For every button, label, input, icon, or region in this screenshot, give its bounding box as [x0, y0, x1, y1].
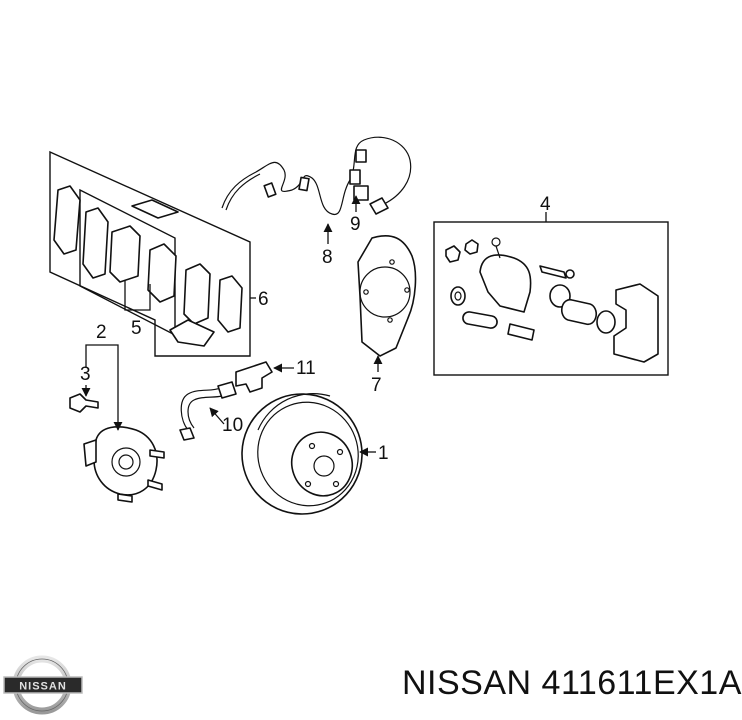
- harness-clip: [355, 149, 367, 163]
- bleeder-cap: [464, 239, 479, 255]
- hub-knuckle-mount: [83, 439, 97, 467]
- brake-pad-left: [109, 225, 141, 283]
- pad-shim-inner: [82, 207, 109, 279]
- hub-bearing-assembly: [69, 393, 165, 503]
- caliper-assembly-box: [433, 221, 669, 376]
- harness-grommet-a: [263, 182, 277, 198]
- caliper-piston: [561, 298, 597, 326]
- exploded-parts-diagram: 1 2 3 4 5 6 7 8 9 10 11: [49, 136, 669, 515]
- callout-4: 4: [540, 194, 551, 215]
- caliper-bleeder-screw: [445, 245, 461, 263]
- callout-5: 5: [131, 318, 142, 339]
- callout-11: 11: [296, 358, 316, 379]
- brake-hose: [180, 387, 221, 431]
- callout-2: 2: [96, 322, 107, 343]
- hose-fitting-upper: [217, 381, 237, 399]
- anti-rattle-clip-a: [183, 263, 211, 325]
- pad-kit-outer-box: [49, 150, 251, 357]
- caliper-body: [479, 254, 532, 313]
- harness-wire: [221, 136, 412, 215]
- hub-center: [111, 447, 141, 477]
- wheel-speed-sensor: [369, 197, 389, 215]
- caliper-bracket: [613, 283, 659, 363]
- leader-10: [209, 407, 225, 425]
- leader-lines: [81, 195, 547, 457]
- leader-2: [85, 344, 98, 368]
- leader-5: [124, 280, 151, 311]
- caliper-assembly-group: [433, 221, 669, 376]
- anti-rattle-clip-b: [217, 275, 243, 333]
- rotor-hat: [290, 431, 354, 497]
- pad-kit-group: [49, 150, 251, 357]
- callout-labels: 1 2 3 4 5 6 7 8 9 10 11: [80, 194, 551, 464]
- callout-8: 8: [322, 247, 333, 268]
- callout-1: 1: [378, 443, 389, 464]
- harness-grommet-b: [298, 176, 310, 192]
- brake-splash-shield: [357, 234, 417, 357]
- hose-bracket: [235, 361, 273, 393]
- piston-boot: [596, 310, 616, 334]
- rotor-inner-edge: [257, 401, 359, 507]
- brake-hose-assembly: [179, 361, 273, 441]
- hub-bolt: [69, 393, 99, 413]
- harness-grommet-c: [349, 169, 361, 185]
- callout-10: 10: [222, 415, 243, 436]
- guide-pin-b: [507, 323, 535, 341]
- brake-pad-right: [147, 243, 177, 303]
- splash-shield-plate: [357, 234, 417, 357]
- hose-fitting-lower: [179, 427, 195, 441]
- wheel-stud-b: [147, 479, 163, 491]
- callout-3: 3: [80, 364, 91, 385]
- pad-clip-top: [131, 199, 179, 219]
- part-number-caption: NISSAN 411611EX1A: [402, 664, 742, 702]
- callout-7: 7: [371, 375, 382, 396]
- wheel-stud-c: [117, 493, 133, 503]
- svg-text:NISSAN: NISSAN: [19, 681, 67, 693]
- piston-seal: [450, 286, 466, 306]
- callout-6: 6: [258, 289, 269, 310]
- pad-shim-outer: [53, 185, 81, 255]
- rotor-center-bore: [313, 455, 335, 477]
- nissan-logo: NISSAN: [3, 655, 83, 715]
- sensor-harness: [221, 136, 412, 215]
- callout-9: 9: [350, 214, 361, 235]
- brake-rotor: [241, 393, 363, 515]
- shield-hub-opening: [359, 266, 411, 318]
- guide-pin-bolt: [539, 265, 567, 279]
- pad-clip-bottom: [169, 319, 215, 347]
- guide-pin-a: [462, 311, 498, 329]
- guide-pin-bolt-head: [565, 269, 575, 279]
- wheel-stud-a: [149, 449, 165, 459]
